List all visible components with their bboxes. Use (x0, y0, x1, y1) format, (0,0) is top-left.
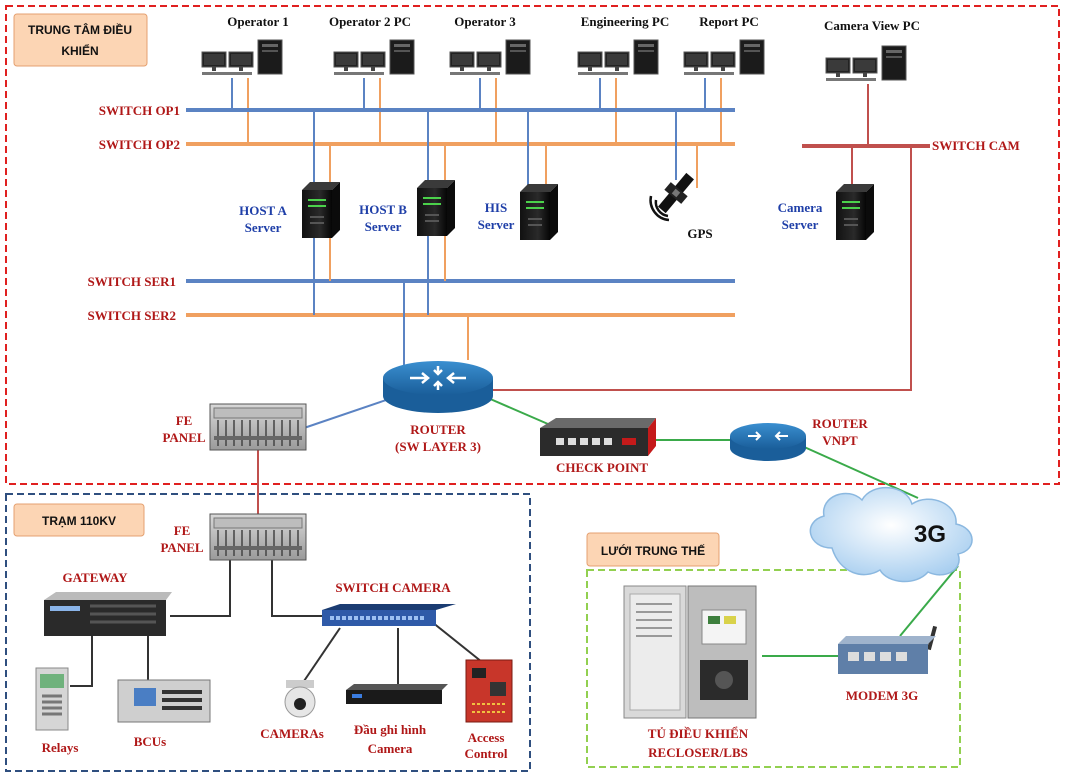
camera-server (835, 183, 875, 241)
workstation-operator-3 (449, 39, 531, 76)
checkpoint-firewall-icon (540, 418, 656, 456)
cameras-label: CAMERAs (260, 726, 324, 741)
bcu-device-icon (117, 679, 211, 723)
host-b-server (416, 179, 456, 237)
workstation-report (683, 39, 765, 76)
gateway-label: GATEWAY (62, 570, 128, 585)
router-vnpt-label-line1: ROUTER (812, 416, 868, 431)
fe-panel-bottom-label-line1: FE (174, 523, 191, 538)
modem-label: MODEM 3G (846, 688, 919, 703)
recorder-icon (346, 684, 448, 704)
router-icon (383, 361, 493, 413)
his-label-line1: HIS (485, 200, 507, 215)
camera-server-label-line2: Server (782, 217, 819, 232)
control-center-zone (5, 5, 1060, 485)
router-label-line2: (SW LAYER 3) (395, 439, 481, 454)
switch-op2-label: SWITCH OP2 (99, 137, 180, 152)
camera-icon (284, 680, 316, 718)
server-links (70, 110, 959, 690)
relays-label: Relays (42, 740, 79, 755)
modem-3g-icon (838, 625, 938, 674)
host-a-server (301, 181, 341, 239)
workstation-label-engineering: Engineering PC (581, 14, 669, 29)
substation-title-box (13, 503, 145, 537)
gps-label: GPS (687, 226, 712, 241)
switch-op1-label: SWITCH OP1 (99, 103, 180, 118)
cabinet-label-line1: TỦ ĐIỀU KHIỂN (648, 726, 749, 741)
cloud-3g-label: 3G (914, 521, 946, 548)
workstation-label-operator-1: Operator 1 (227, 14, 289, 29)
workstation-label-camera-view: Camera View PC (824, 18, 920, 33)
gateway-device-icon (44, 592, 172, 636)
router-vnpt-icon (730, 423, 806, 461)
relay-device-icon (35, 667, 69, 731)
control-center-title-line2: KHIỂN (61, 43, 98, 58)
workstation-engineering (577, 39, 659, 76)
fe-panel-top-label-line1: FE (176, 413, 193, 428)
switch-ser1-label: SWITCH SER1 (88, 274, 177, 289)
router-vnpt-label-line2: VNPT (822, 433, 858, 448)
switch-cam-label: SWITCH CAM (932, 138, 1020, 153)
host-b-label-line1: HOST B (359, 202, 407, 217)
gps-signal-icon (649, 195, 670, 222)
camera-server-label-line1: Camera (778, 200, 823, 215)
workstation-operator-1 (201, 39, 283, 76)
his-label-line2: Server (478, 217, 515, 232)
host-a-label-line1: HOST A (239, 203, 287, 218)
fe-panel-top-icon (209, 403, 307, 451)
control-center-title-box (13, 13, 148, 67)
workstation-operator-2 (333, 39, 415, 76)
workstation-label-operator-2: Operator 2 PC (329, 14, 411, 29)
checkpoint-label: CHECK POINT (556, 460, 648, 475)
fe-panel-top-label-line2: PANEL (162, 430, 205, 445)
host-b-label-line2: Server (365, 219, 402, 234)
access-control-board-icon (465, 659, 513, 723)
fe-panel-bottom-icon (209, 513, 307, 561)
fe-panel-bottom-label-line2: PANEL (160, 540, 203, 555)
workstation-label-report: Report PC (699, 14, 759, 29)
workstation-label-operator-3: Operator 3 (454, 14, 516, 29)
control-center-title-line1: TRUNG TÂM ĐIỀU (28, 22, 132, 37)
gps-satellite-icon (658, 172, 694, 214)
access-control-label-line1: Access (468, 730, 505, 745)
router-label-line1: ROUTER (410, 422, 466, 437)
recorder-label-line1: Đầu ghi hình (354, 722, 427, 737)
his-server (519, 183, 559, 241)
substation-title: TRẠM 110KV (42, 514, 116, 528)
host-a-label-line2: Server (245, 220, 282, 235)
switch-camera-icon (322, 604, 456, 626)
switch-ser2-label: SWITCH SER2 (88, 308, 177, 323)
recorder-label-line2: Camera (368, 741, 413, 756)
switch-camera-label: SWITCH CAMERA (335, 580, 451, 595)
cloud-3g-icon (809, 486, 973, 583)
access-control-label-line2: Control (464, 746, 507, 761)
mv-grid-title: LƯỚI TRUNG THẾ (601, 543, 705, 558)
mv-grid-title-box (586, 532, 720, 567)
cabinet-label-line2: RECLOSER/LBS (648, 745, 748, 760)
substation-zone (5, 493, 531, 772)
bcus-label: BCUs (134, 734, 167, 749)
recloser-cabinet-icon (623, 585, 757, 719)
workstation-camera-view (825, 45, 907, 82)
